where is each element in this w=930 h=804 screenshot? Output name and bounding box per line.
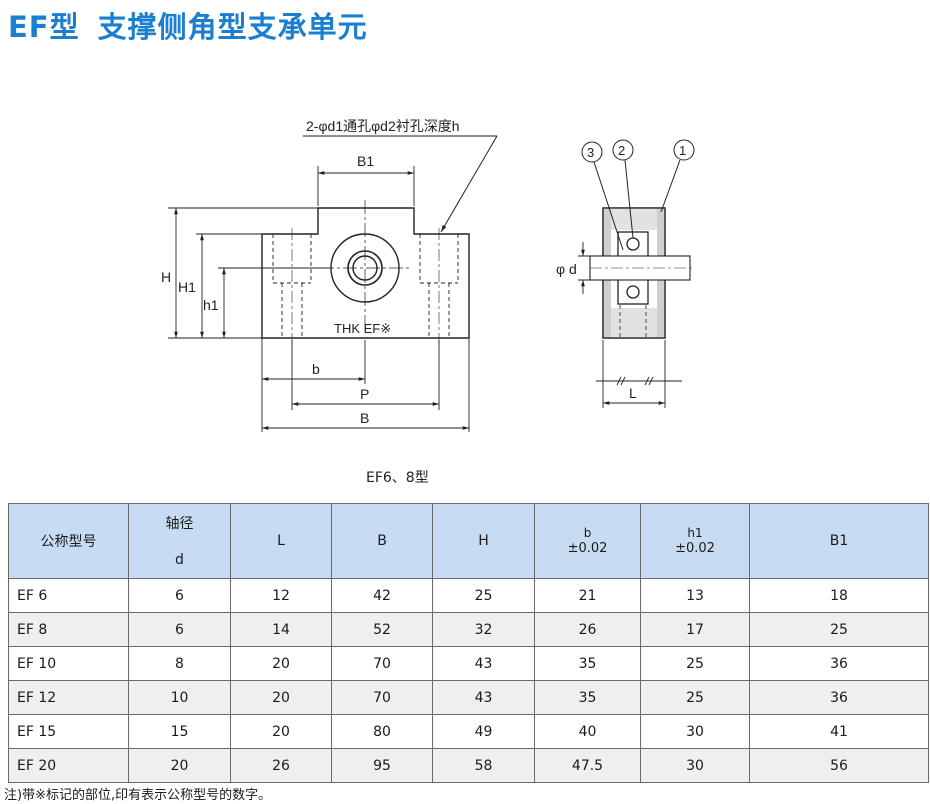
header-b-label: b bbox=[583, 526, 592, 540]
table-row: EF 12 10 20 70 43 35 25 36 bbox=[8, 680, 929, 715]
cell-b: 40 bbox=[534, 714, 641, 749]
cell-B1: 36 bbox=[749, 680, 929, 715]
cell-d: 6 bbox=[128, 578, 231, 613]
header-B1: B1 bbox=[749, 503, 929, 579]
header-H: H bbox=[432, 503, 535, 579]
header-b: b ±0.02 bbox=[534, 503, 641, 579]
cell-d: 20 bbox=[128, 748, 231, 783]
header-b-tol: ±0.02 bbox=[567, 541, 608, 556]
table-row: EF 20 20 26 95 58 47.5 30 56 bbox=[8, 748, 929, 783]
cell-B1: 56 bbox=[749, 748, 929, 783]
cell-B1: 18 bbox=[749, 578, 929, 613]
cell-L: 20 bbox=[230, 714, 332, 749]
balloon-2: 2 bbox=[618, 143, 625, 158]
cell-L: 12 bbox=[230, 578, 332, 613]
cell-name: EF 15 bbox=[8, 714, 129, 749]
dim-P: P bbox=[360, 386, 369, 402]
dim-B1: B1 bbox=[357, 153, 374, 169]
cell-d: 10 bbox=[128, 680, 231, 715]
cell-B1: 41 bbox=[749, 714, 929, 749]
cell-d: 8 bbox=[128, 646, 231, 681]
header-L: L bbox=[230, 503, 332, 579]
front-view bbox=[261, 200, 470, 344]
cell-name: EF 12 bbox=[8, 680, 129, 715]
title-name: 支撑侧角型支承单元 bbox=[97, 10, 368, 44]
header-h1-label: h1 bbox=[687, 526, 703, 540]
housing-outline bbox=[261, 207, 470, 339]
header-shaft: 轴径 bbox=[128, 503, 231, 542]
technical-drawing: THK EF※ 2-φd1通孔φd2衬孔深度h B1 H H1 h1 b P B bbox=[161, 118, 695, 432]
cell-B: 95 bbox=[331, 748, 433, 783]
cell-L: 14 bbox=[230, 612, 332, 647]
cell-H: 49 bbox=[432, 714, 535, 749]
header-name: 公称型号 bbox=[8, 503, 129, 579]
dim-B: B bbox=[360, 410, 369, 426]
cell-name: EF 10 bbox=[8, 646, 129, 681]
balloon-1: 1 bbox=[679, 143, 686, 158]
cell-b: 21 bbox=[534, 578, 641, 613]
dim-L: L bbox=[629, 385, 637, 401]
title-model: EF型 bbox=[8, 10, 80, 44]
cell-d: 15 bbox=[128, 714, 231, 749]
header-d: d bbox=[128, 542, 231, 579]
cell-B: 70 bbox=[331, 646, 433, 681]
page-title: EF型支撑侧角型支承单元 bbox=[8, 4, 368, 46]
dim-h1: h1 bbox=[203, 297, 219, 313]
cell-h1: 30 bbox=[640, 714, 750, 749]
cell-L: 26 bbox=[230, 748, 332, 783]
balloon-3: 3 bbox=[587, 145, 594, 160]
dim-phi-d: φ d bbox=[556, 261, 577, 277]
cell-h1: 30 bbox=[640, 748, 750, 783]
figure-caption: EF6、8型 bbox=[366, 470, 429, 486]
cell-b: 26 bbox=[534, 612, 641, 647]
cell-h1: 13 bbox=[640, 578, 750, 613]
cell-H: 43 bbox=[432, 680, 535, 715]
table-row: EF 10 8 20 70 43 35 25 36 bbox=[8, 646, 929, 681]
header-h1-tol: ±0.02 bbox=[675, 541, 715, 556]
table-row: EF 8 6 14 52 32 26 17 25 bbox=[8, 612, 929, 647]
cell-L: 20 bbox=[230, 680, 332, 715]
footnote: 注)带※标记的部位,印有表示公称型号的数字。 bbox=[4, 788, 272, 803]
cell-h1: 17 bbox=[640, 612, 750, 647]
cell-H: 25 bbox=[432, 578, 535, 613]
cell-L: 20 bbox=[230, 646, 332, 681]
cell-H: 32 bbox=[432, 612, 535, 647]
spec-table: 公称型号 轴径 L B H b ±0.02 h1 ±0.02 B1 d EF 6… bbox=[8, 503, 929, 783]
cell-h1: 25 bbox=[640, 646, 750, 681]
cell-B: 52 bbox=[331, 612, 433, 647]
cell-B1: 36 bbox=[749, 646, 929, 681]
dim-b: b bbox=[312, 361, 320, 377]
cell-name: EF 20 bbox=[8, 748, 129, 783]
cell-name: EF 6 bbox=[8, 578, 129, 613]
cell-B: 70 bbox=[331, 680, 433, 715]
cell-B: 42 bbox=[331, 578, 433, 613]
cell-b: 35 bbox=[534, 646, 641, 681]
housing-bore bbox=[330, 233, 400, 303]
hole-callout: 2-φd1通孔φd2衬孔深度h bbox=[306, 118, 460, 134]
cell-h1: 25 bbox=[640, 680, 750, 715]
dim-H: H bbox=[161, 269, 171, 285]
cell-b: 47.5 bbox=[534, 748, 641, 783]
table-row: EF 6 6 12 42 25 21 13 18 bbox=[8, 578, 929, 613]
dim-H1: H1 bbox=[178, 279, 196, 295]
header-h1: h1 ±0.02 bbox=[640, 503, 750, 579]
header-B: B bbox=[331, 503, 433, 579]
part-marking: THK EF※ bbox=[334, 321, 391, 336]
table-row: EF 15 15 20 80 49 40 30 41 bbox=[8, 714, 929, 749]
side-view bbox=[589, 207, 692, 339]
cell-b: 35 bbox=[534, 680, 641, 715]
cell-H: 43 bbox=[432, 646, 535, 681]
cell-d: 6 bbox=[128, 612, 231, 647]
cell-B: 80 bbox=[331, 714, 433, 749]
cell-H: 58 bbox=[432, 748, 535, 783]
cell-B1: 25 bbox=[749, 612, 929, 647]
cell-name: EF 8 bbox=[8, 612, 129, 647]
